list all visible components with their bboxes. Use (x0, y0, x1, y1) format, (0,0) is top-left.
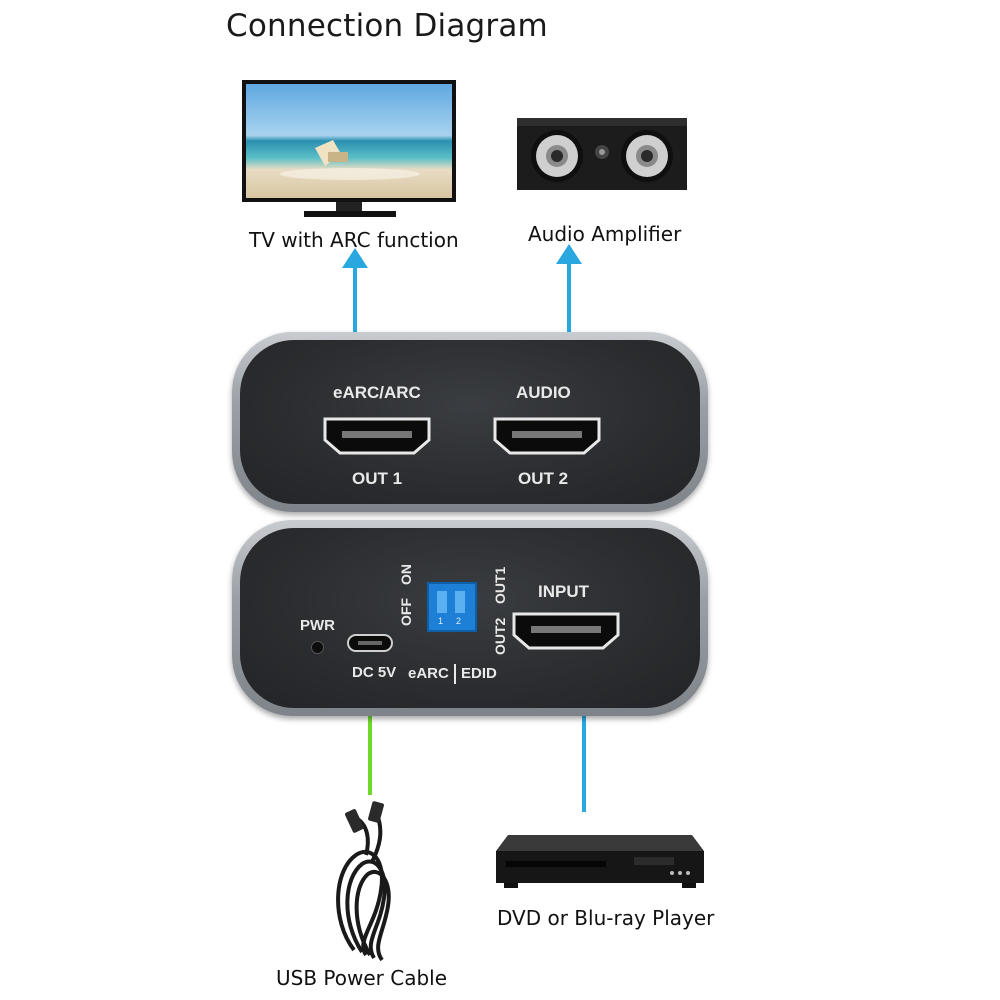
player-caption: DVD or Blu-ray Player (497, 906, 715, 930)
tv-icon (242, 80, 456, 217)
port1-top-label: eARC/ARC (333, 383, 421, 402)
speaker-icon (517, 118, 687, 190)
port1-bottom-label: OUT 1 (352, 469, 403, 488)
out1-label: OUT1 (492, 566, 508, 604)
off-label: OFF (398, 598, 414, 626)
amplifier-caption: Audio Amplifier (528, 222, 682, 246)
diagram-title: Connection Diagram (226, 8, 548, 44)
micro-usb-port (347, 634, 393, 652)
usb-cable-icon (336, 801, 391, 962)
edid-label: EDID (461, 665, 497, 682)
port2-top-label: AUDIO (516, 383, 571, 402)
power-led (312, 642, 323, 653)
earc-label: eARC (408, 665, 449, 682)
input-label: INPUT (538, 582, 589, 601)
label-divider (454, 664, 456, 684)
hdmi-port-input (512, 612, 620, 650)
on-label: ON (398, 564, 414, 585)
hdmi-port-out1 (323, 417, 431, 455)
dip-switch[interactable]: 1 2 (427, 582, 477, 632)
dip-switch-1[interactable] (437, 591, 447, 613)
dvd-player-icon (496, 835, 704, 888)
pwr-label: PWR (300, 617, 335, 634)
dip-switch-2-label: 2 (456, 616, 462, 626)
dc-label: DC 5V (352, 664, 397, 681)
hdmi-port-out2 (493, 417, 601, 455)
cable-caption: USB Power Cable (276, 966, 448, 990)
tv-caption: TV with ARC function (249, 228, 459, 252)
bottom-device (232, 520, 708, 716)
out2-label: OUT2 (492, 617, 508, 655)
port2-bottom-label: OUT 2 (518, 469, 569, 488)
arrowhead-amplifier (556, 244, 582, 264)
arrowhead-tv (342, 248, 368, 268)
dip-switch-2[interactable] (455, 591, 465, 613)
dip-switch-1-label: 1 (438, 616, 444, 626)
top-device (232, 332, 708, 512)
